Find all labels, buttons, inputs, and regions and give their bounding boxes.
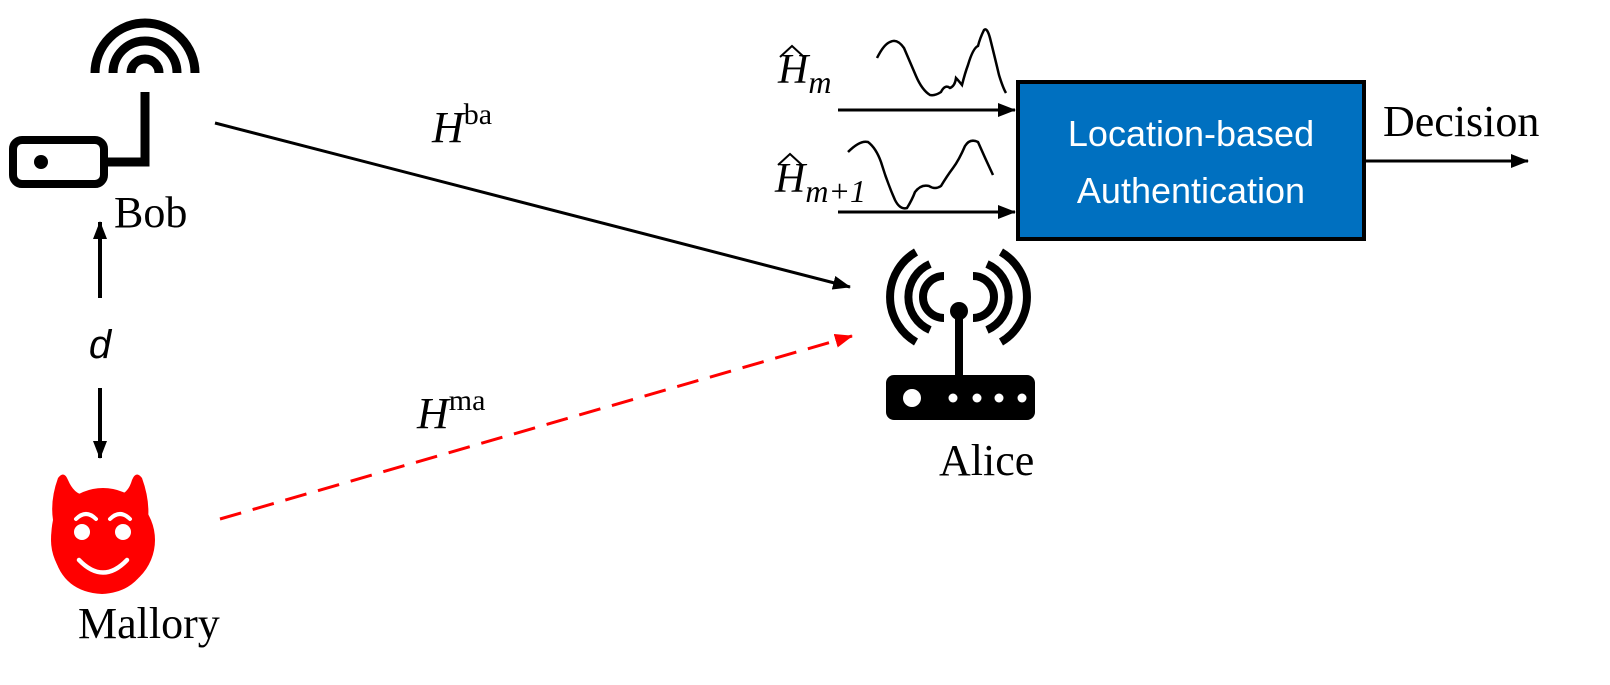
channel-symbol: H: [431, 103, 466, 152]
decision-label: Decision: [1383, 97, 1539, 146]
block-label-line2: Authentication: [1077, 170, 1305, 211]
input-h-m-plus-1: Hm+1: [774, 139, 1016, 219]
alice-label: Alice: [939, 436, 1034, 485]
bob-label: Bob: [114, 188, 187, 237]
wireless-transmitter-icon: [9, 18, 200, 188]
waveform: [847, 139, 995, 210]
channel-symbol: H: [416, 389, 451, 438]
input-h-m: Hm: [777, 28, 1016, 117]
hat-accent: [779, 44, 805, 58]
channel-mallory-alice-arrow: [219, 334, 853, 521]
devil-face-icon: [51, 474, 155, 594]
distance-label: d: [89, 323, 113, 367]
location-based-authentication-block: Location-based Authentication: [1016, 80, 1366, 241]
mallory-label: Mallory: [78, 599, 220, 648]
channel-superscript: ba: [464, 98, 492, 131]
channel-superscript: ma: [449, 384, 486, 417]
block-label-line1: Location-based: [1068, 113, 1314, 154]
hat-accent: [777, 152, 803, 166]
channel-bob-alice-label: Hba: [431, 98, 492, 152]
channel-mallory-alice-label: Hma: [416, 384, 485, 438]
wifi-router-icon: [886, 248, 1035, 420]
input-symbol: Hm: [777, 47, 831, 100]
channel-bob-alice-arrow: [214, 121, 851, 290]
input-symbol: Hm+1: [774, 156, 866, 209]
waveform: [875, 28, 1008, 97]
